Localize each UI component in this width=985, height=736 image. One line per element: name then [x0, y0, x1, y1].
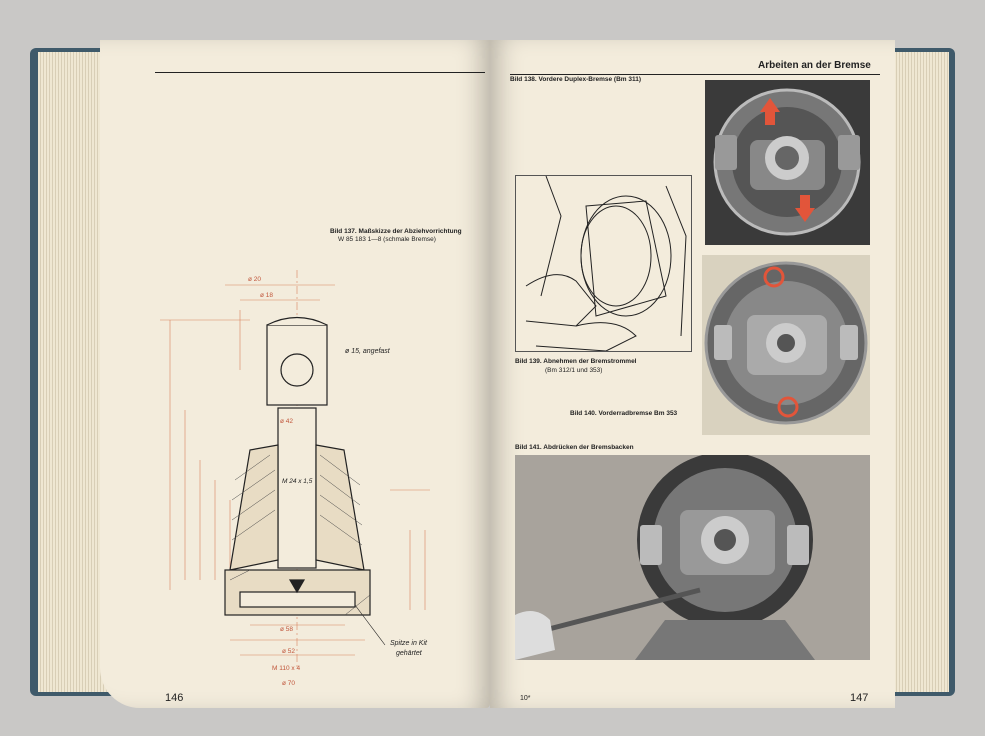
- fig137-caption-line2: W 85 183 1—8 (schmale Bremse): [338, 236, 436, 243]
- right-page: Arbeiten an der Bremse Bild 138. Vordere…: [490, 40, 895, 708]
- dim-base1: ø 58: [280, 626, 294, 633]
- small-page-mark: 10*: [520, 695, 531, 702]
- fig137-caption-line1: Bild 137. Maßskizze der Abziehvorrichtun…: [330, 228, 462, 235]
- dim-base3: M 110 x 4: [272, 665, 301, 672]
- dim-top: ø 20: [248, 276, 262, 283]
- dim-cap: ø 18: [260, 292, 274, 299]
- thread-label: M 24 x 1,5: [282, 478, 313, 485]
- fig141-caption: Bild 141. Abdrücken der Bremsbacken: [515, 444, 634, 451]
- fig139-caption-line2: (Bm 312/1 und 353): [545, 367, 603, 374]
- dim-shaft: ø 42: [280, 418, 294, 425]
- fig138-caption: Bild 138. Vordere Duplex-Bremse (Bm 311): [510, 76, 642, 83]
- open-book: Bild 137. Maßskizze der Abziehvorrichtun…: [30, 40, 955, 708]
- technical-drawing: [160, 270, 430, 670]
- fig140-caption: Bild 140. Vorderradbremse Bm 353: [570, 410, 678, 417]
- right-head-rule: [510, 74, 880, 75]
- dim-base2: ø 52: [282, 648, 296, 655]
- note-hole: ø 15, angefast: [345, 348, 390, 355]
- running-head: Arbeiten an der Bremse: [758, 60, 871, 71]
- fig138-photo: [705, 80, 870, 245]
- note-tip-line2: gehärtet: [396, 650, 422, 657]
- left-page: Bild 137. Maßskizze der Abziehvorrichtun…: [100, 40, 490, 708]
- left-head-rule: [155, 72, 485, 73]
- fig139-illustration: [515, 175, 692, 352]
- right-page-stack: [891, 52, 949, 692]
- fig139-caption-line1: Bild 139. Abnehmen der Bremstrommel: [515, 358, 637, 365]
- fig141-photo: [515, 455, 870, 660]
- left-page-number: 146: [165, 692, 184, 704]
- dim-base4: ø 70: [282, 680, 296, 687]
- right-page-number: 147: [850, 692, 869, 704]
- fig140-photo: [702, 255, 870, 435]
- note-tip-line1: Spitze in Kit: [390, 640, 427, 647]
